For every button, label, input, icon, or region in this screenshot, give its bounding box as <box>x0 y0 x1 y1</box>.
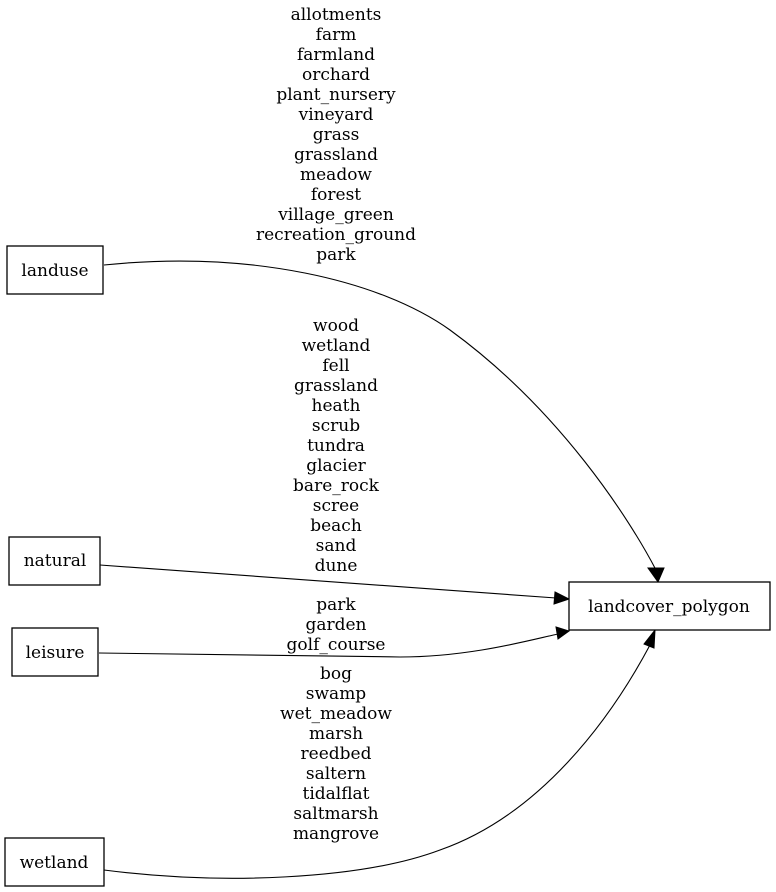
edge-label-line: wet_meadow <box>280 704 392 724</box>
node-box <box>6 245 104 295</box>
edge-label-line: golf_course <box>287 635 386 655</box>
edge-leisure-to-landcover <box>98 633 559 658</box>
edge-label-line: reedbed <box>301 744 372 764</box>
node-box <box>4 837 105 887</box>
node-label: natural <box>24 551 87 571</box>
edge-label-line: scrub <box>312 416 360 436</box>
node-landuse[interactable]: landuse <box>6 245 104 295</box>
edge-label-line: fell <box>322 356 349 376</box>
node-box <box>11 627 99 677</box>
edge-label-line: meadow <box>300 165 372 185</box>
arrowhead-landuse <box>647 567 665 584</box>
node-box <box>568 581 771 631</box>
edge-wetland-to-landcover <box>103 644 651 879</box>
edge-label-line: saltern <box>306 764 366 784</box>
edge-label-line: beach <box>310 516 362 536</box>
edge-natural-to-landcover <box>99 564 557 599</box>
node-box <box>8 536 101 586</box>
arrowhead-wetland <box>643 628 656 649</box>
edge-label-line: farm <box>316 25 357 45</box>
edge-label-line: village_green <box>277 205 394 225</box>
edge-label-line: park <box>316 245 356 265</box>
edge-label-line: saltmarsh <box>293 804 378 824</box>
node-natural[interactable]: natural <box>8 536 101 586</box>
node-leisure[interactable]: leisure <box>11 627 99 677</box>
edge-label-line: orchard <box>302 65 370 85</box>
edge-label-landuse: allotments farm farmland orchard plant_n… <box>256 5 416 265</box>
edge-label-line: heath <box>312 396 361 416</box>
edge-label-line: allotments <box>291 5 382 25</box>
edge-label-line: recreation_ground <box>256 225 416 245</box>
edge-label-line: grassland <box>294 145 378 165</box>
edge-label-line: farmland <box>297 45 375 65</box>
node-label: leisure <box>26 643 85 663</box>
edge-label-leisure: park garden golf_course <box>287 595 386 655</box>
node-wetland[interactable]: wetland <box>4 837 105 887</box>
arrowhead-natural <box>553 591 571 605</box>
arrowhead-leisure <box>555 626 571 640</box>
node-label: wetland <box>20 853 89 873</box>
edge-label-line: tidalflat <box>302 784 369 804</box>
edge-label-line: bare_rock <box>293 476 380 496</box>
edge-label-line: mangrove <box>293 824 379 844</box>
edge-label-line: grass <box>313 125 360 145</box>
edge-label-line: wood <box>313 316 359 336</box>
edge-label-line: glacier <box>306 456 366 476</box>
node-label: landuse <box>21 261 88 281</box>
edge-label-wetland: bog swamp wet_meadow marsh reedbed salte… <box>280 664 392 844</box>
edge-label-line: dune <box>315 556 358 576</box>
edge-label-line: tundra <box>307 436 365 456</box>
edge-label-line: wetland <box>302 336 371 356</box>
node-landcover-polygon[interactable]: landcover_polygon <box>568 581 771 631</box>
edge-label-line: grassland <box>294 376 378 396</box>
edge-label-line: scree <box>313 496 360 516</box>
node-label: landcover_polygon <box>588 597 750 617</box>
edge-label-natural: wood wetland fell grassland heath scrub … <box>293 316 380 576</box>
edge-label-line: swamp <box>306 684 367 704</box>
edge-landuse-to-landcover <box>103 260 657 571</box>
edge-label-line: marsh <box>309 724 363 744</box>
edge-label-line: vineyard <box>298 105 374 125</box>
edge-label-line: forest <box>311 185 361 205</box>
edge-label-line: garden <box>305 615 366 635</box>
edge-label-line: plant_nursery <box>276 85 396 105</box>
edge-label-line: bog <box>320 664 352 684</box>
edge-label-line: park <box>316 595 356 615</box>
edge-label-line: sand <box>316 536 357 556</box>
